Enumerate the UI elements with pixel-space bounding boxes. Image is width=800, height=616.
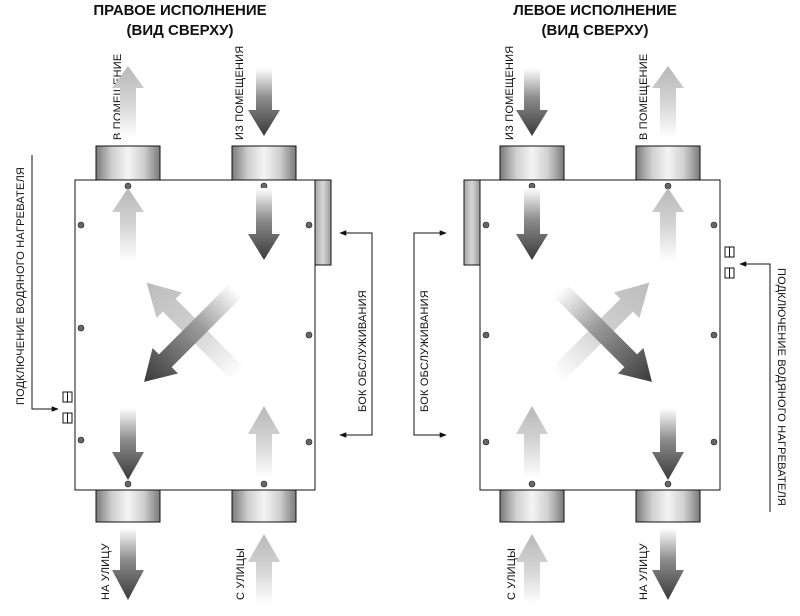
duct-bottom-left — [499, 489, 565, 523]
water-heater-leader-line — [31, 155, 59, 412]
arrow-into-room — [112, 66, 144, 138]
duct-bottom-left — [95, 489, 161, 523]
arrow-inner-bottom-left — [516, 406, 548, 478]
arrow-to-street — [112, 528, 144, 600]
duct-bottom-right — [231, 489, 297, 523]
arrow-diagonal-dark — [553, 283, 652, 382]
arrow-diagonal-dark — [144, 283, 243, 382]
duct-top-right — [635, 145, 701, 181]
label-from-room: ИЗ ПОМЕЩЕНИЯ — [504, 46, 516, 140]
water-heater-connectors — [724, 246, 735, 279]
arrow-inner-bottom-left — [112, 408, 144, 480]
arrow-inner-top-left — [112, 188, 144, 262]
arrow-from-room — [248, 68, 280, 136]
service-side-bracket — [339, 230, 373, 438]
label-service-side: БОК ОБСЛУЖИВАНИЯ — [357, 290, 369, 412]
label-to-street: НА УЛИЦУ — [100, 542, 112, 600]
label-from-street: С УЛИЦЫ — [506, 548, 518, 600]
arrow-from-street — [248, 534, 280, 604]
label-water-heater: ПОДКЛЮЧЕНИЕ ВОДЯНОГО НАГРЕВАТЕЛЯ — [15, 167, 27, 405]
arrow-inner-bottom-right — [652, 408, 684, 480]
label-into-room: В ПОМЕЩЕНИЕ — [638, 54, 650, 140]
right-version-diagram: ПРАВОЕ ИСПОЛНЕНИЕ (ВИД СВЕРХУ) ПОДКЛЮЧЕН… — [15, 2, 373, 604]
arrow-inner-top-right — [248, 188, 280, 260]
water-heater-connectors — [62, 391, 73, 424]
label-water-heater: ПОДКЛЮЧЕНИЕ ВОДЯНОГО НАГРЕВАТЕЛЯ — [775, 268, 787, 506]
arrow-to-street — [652, 528, 684, 600]
service-panel — [463, 179, 481, 266]
right-version-title: ПРАВОЕ ИСПОЛНЕНИЕ — [93, 2, 266, 19]
water-heater-leader-line — [739, 261, 771, 512]
screws — [482, 182, 718, 488]
duct-top-right — [231, 145, 297, 181]
label-to-street: НА УЛИЦУ — [638, 542, 650, 600]
arrow-into-room — [652, 66, 684, 138]
screws — [77, 182, 313, 488]
label-service-side: БОК ОБСЛУЖИВАНИЯ — [419, 290, 431, 412]
arrow-inner-bottom-right — [248, 406, 280, 478]
service-panel — [314, 179, 332, 266]
arrow-from-room — [516, 68, 548, 136]
label-from-street: С УЛИЦЫ — [235, 548, 247, 600]
right-version-subtitle: (ВИД СВЕРХУ) — [127, 22, 234, 39]
arrow-inner-top-left — [516, 188, 548, 260]
duct-top-left — [499, 145, 565, 181]
arrow-inner-top-right — [652, 188, 684, 262]
left-version-title: ЛЕВОЕ ИСПОЛНЕНИЕ — [513, 2, 677, 19]
arrow-from-street — [516, 534, 548, 604]
left-version-subtitle: (ВИД СВЕРХУ) — [542, 22, 649, 39]
service-side-bracket — [413, 230, 447, 438]
label-from-room: ИЗ ПОМЕЩЕНИЯ — [234, 46, 246, 140]
left-version-diagram: ЛЕВОЕ ИСПОЛНЕНИЕ (ВИД СВЕРХУ) ПОДКЛЮЧЕНИ… — [413, 2, 787, 604]
duct-bottom-right — [635, 489, 701, 523]
duct-top-left — [95, 145, 161, 181]
